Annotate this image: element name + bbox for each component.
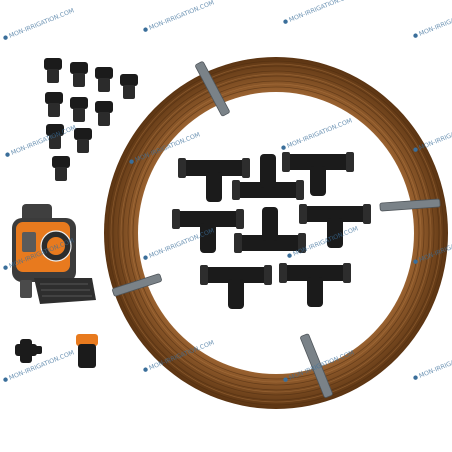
watermark-drop-icon (283, 19, 288, 24)
clamp-left (112, 273, 162, 297)
end-plugs (44, 58, 138, 181)
watermark-drop-icon (143, 367, 148, 372)
end-plug (95, 67, 113, 92)
tee-fittings (172, 152, 371, 309)
end-plug (44, 58, 62, 83)
watermark-drop-icon (283, 377, 288, 382)
watermark-drop-icon (413, 259, 418, 264)
clamp-top (195, 61, 230, 117)
watermark-text: MON-IRRIGATION.COM (418, 347, 452, 380)
watermark-drop-icon (287, 253, 292, 258)
end-plug (74, 128, 92, 153)
watermark: MON-IRRIGATION.COM (3, 7, 75, 40)
timer-battery-cover (34, 278, 96, 304)
hose-clamps (112, 61, 441, 398)
clamp-right (379, 198, 441, 212)
tee-fitting (299, 204, 371, 248)
tee-fitting (282, 152, 354, 196)
watermark-text: MON-IRRIGATION.COM (148, 0, 215, 32)
watermark-text: MON-IRRIGATION.COM (418, 119, 452, 152)
watermark: MON-IRRIGATION.COM (143, 0, 215, 32)
watermark-drop-icon (413, 147, 418, 152)
clamp-bottom (300, 333, 333, 398)
watermark-drop-icon (281, 145, 286, 150)
watermark-text: MON-IRRIGATION.COM (8, 7, 75, 40)
watermark: MON-IRRIGATION.COM (5, 124, 77, 157)
end-plug (95, 101, 113, 126)
tee-fitting (234, 207, 306, 253)
watermark-drop-icon (3, 377, 8, 382)
end-plug (120, 74, 138, 99)
watermark-drop-icon (143, 27, 148, 32)
watermark-text: MON-IRRIGATION.COM (418, 5, 452, 38)
watermark-drop-icon (3, 35, 8, 40)
watermark-drop-icon (129, 159, 134, 164)
tee-fitting (232, 154, 304, 200)
watermark-drop-icon (143, 255, 148, 260)
end-plug (45, 92, 63, 117)
tee-fitting (200, 265, 272, 309)
end-plug (52, 156, 70, 181)
watermark: MON-IRRIGATION.COM (413, 347, 452, 380)
tap-connector (15, 339, 42, 363)
tee-fitting (279, 263, 351, 307)
water-timer (12, 204, 96, 304)
watermark-drop-icon (413, 33, 418, 38)
watermark-drop-icon (5, 152, 10, 157)
tee-fitting (178, 158, 250, 202)
watermark-text: MON-IRRIGATION.COM (10, 124, 77, 157)
end-plug (46, 124, 64, 149)
end-plug (70, 62, 88, 87)
watermark-drop-icon (3, 265, 8, 270)
end-plug (70, 97, 88, 122)
watermark: MON-IRRIGATION.COM (3, 349, 75, 382)
watermark: MON-IRRIGATION.COM (413, 5, 452, 38)
watermark-drop-icon (413, 375, 418, 380)
tee-fitting (172, 209, 244, 253)
watermark-text: MON-IRRIGATION.COM (288, 0, 355, 24)
watermark: MON-IRRIGATION.COM (283, 0, 355, 24)
quick-connector (76, 334, 98, 368)
